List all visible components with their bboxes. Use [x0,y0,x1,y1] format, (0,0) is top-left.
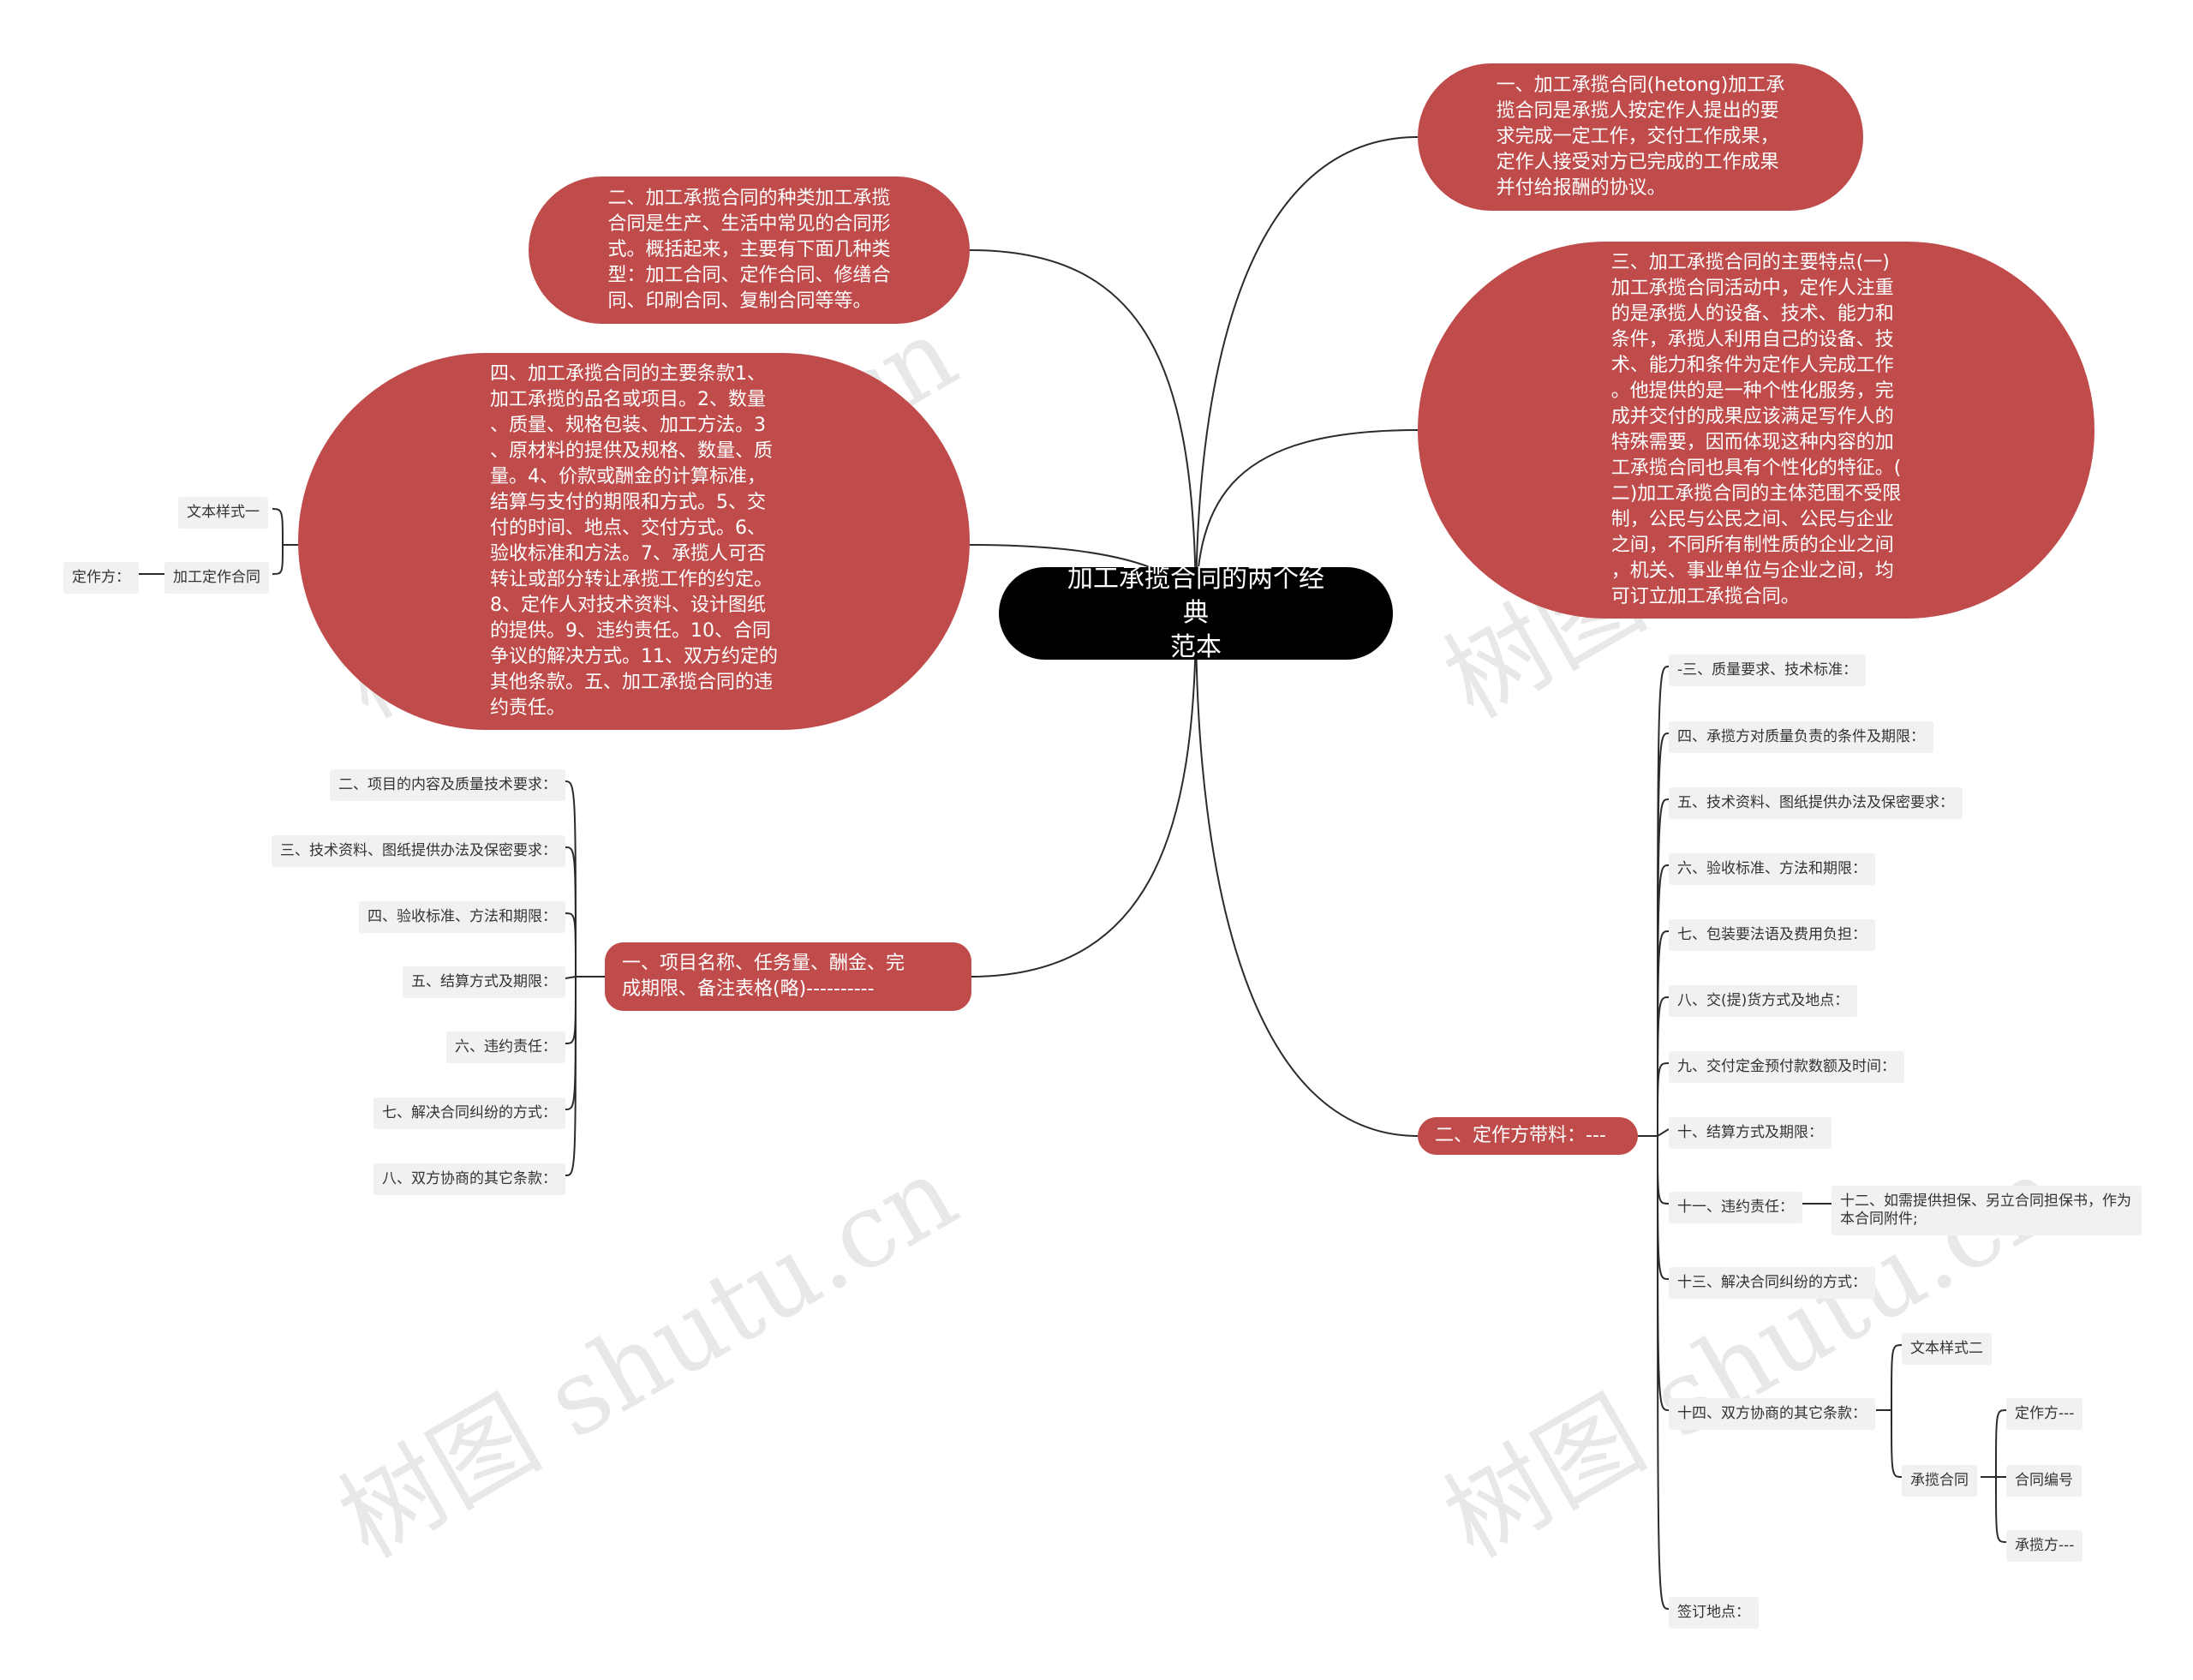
node-definition[interactable]: 一、加工承揽合同(hetong)加工承 揽合同是承揽人按定作人提出的要 求完成一… [1418,63,1863,211]
node-materials-label: 二、定作方带料：--- [1435,1125,1606,1146]
central-topic-label: 加工承揽合同的两个经典 范本 [1067,564,1324,662]
project-item[interactable]: 四、验收标准、方法和期限： [359,901,565,933]
node-types-text: 二、加工承揽合同的种类加工承揽 合同是生产、生活中常见的合同形 式。概括起来，主… [607,188,891,312]
node-features-text: 三、加工承揽合同的主要特点(一) 加工承揽合同活动中，定作人注重 的是承揽人的设… [1610,252,1902,607]
materials-item[interactable]: 六、验收标准、方法和期限： [1669,853,1875,885]
text-style-two[interactable]: 文本样式二 [1902,1333,1992,1365]
project-item[interactable]: 八、双方协商的其它条款： [373,1163,565,1195]
node-definition-text: 一、加工承揽合同(hetong)加工承 揽合同是承揽人按定作人提出的要 求完成一… [1496,75,1785,199]
contract-child[interactable]: 合同编号 [2006,1465,2082,1497]
guarantee-note[interactable]: 十二、如需提供担保、另立合同担保书，作为 本合同附件; [1831,1186,2142,1235]
central-topic[interactable]: 加工承揽合同的两个经典 范本 [999,564,1393,662]
party-label[interactable]: 定作方： [63,562,139,594]
materials-item[interactable]: 八、交(提)货方式及地点： [1669,985,1858,1017]
project-item[interactable]: 二、项目的内容及质量技术要求： [330,769,565,801]
materials-item[interactable]: 十四、双方协商的其它条款： [1669,1398,1875,1430]
node-project-label: 一、项目名称、任务量、酬金、完 成期限、备注表格(略)---------- [622,953,905,1000]
contract-node[interactable]: 承揽合同 [1902,1465,1977,1497]
text-style-one[interactable]: 文本样式一 [178,497,268,529]
materials-item[interactable]: 十、结算方式及期限： [1669,1117,1831,1149]
custom-contract-node[interactable]: 加工定作合同 [164,562,269,594]
materials-item[interactable]: 十三、解决合同纠纷的方式： [1669,1267,1875,1299]
materials-item[interactable]: 十一、违约责任： [1669,1192,1802,1223]
project-item[interactable]: 五、结算方式及期限： [403,966,565,998]
project-item[interactable]: 六、违约责任： [446,1031,565,1063]
node-terms[interactable]: 四、加工承揽合同的主要条款1、 加工承揽的品名或项目。2、数量 、质量、规格包装… [298,353,970,730]
materials-item[interactable]: 九、交付定金预付款数额及时间： [1669,1051,1904,1083]
materials-item[interactable]: 五、技术资料、图纸提供办法及保密要求： [1669,787,1963,819]
project-item[interactable]: 七、解决合同纠纷的方式： [373,1097,565,1129]
contract-child[interactable]: 定作方--- [2006,1398,2083,1430]
materials-item[interactable]: 签订地点： [1669,1597,1759,1629]
materials-item[interactable]: 四、承揽方对质量负责的条件及期限： [1669,721,1933,753]
node-types[interactable]: 二、加工承揽合同的种类加工承揽 合同是生产、生活中常见的合同形 式。概括起来，主… [529,176,970,324]
node-terms-text: 四、加工承揽合同的主要条款1、 加工承揽的品名或项目。2、数量 、质量、规格包装… [490,363,778,719]
node-features[interactable]: 三、加工承揽合同的主要特点(一) 加工承揽合同活动中，定作人注重 的是承揽人的设… [1418,242,2094,619]
materials-item[interactable]: -三、质量要求、技术标准： [1669,655,1867,686]
node-project[interactable]: 一、项目名称、任务量、酬金、完 成期限、备注表格(略)---------- [605,942,971,1011]
contract-child[interactable]: 承揽方--- [2006,1530,2083,1562]
project-item[interactable]: 三、技术资料、图纸提供办法及保密要求： [272,835,565,867]
node-materials[interactable]: 二、定作方带料：--- [1418,1117,1638,1155]
materials-item[interactable]: 七、包装要法语及费用负担： [1669,919,1875,951]
